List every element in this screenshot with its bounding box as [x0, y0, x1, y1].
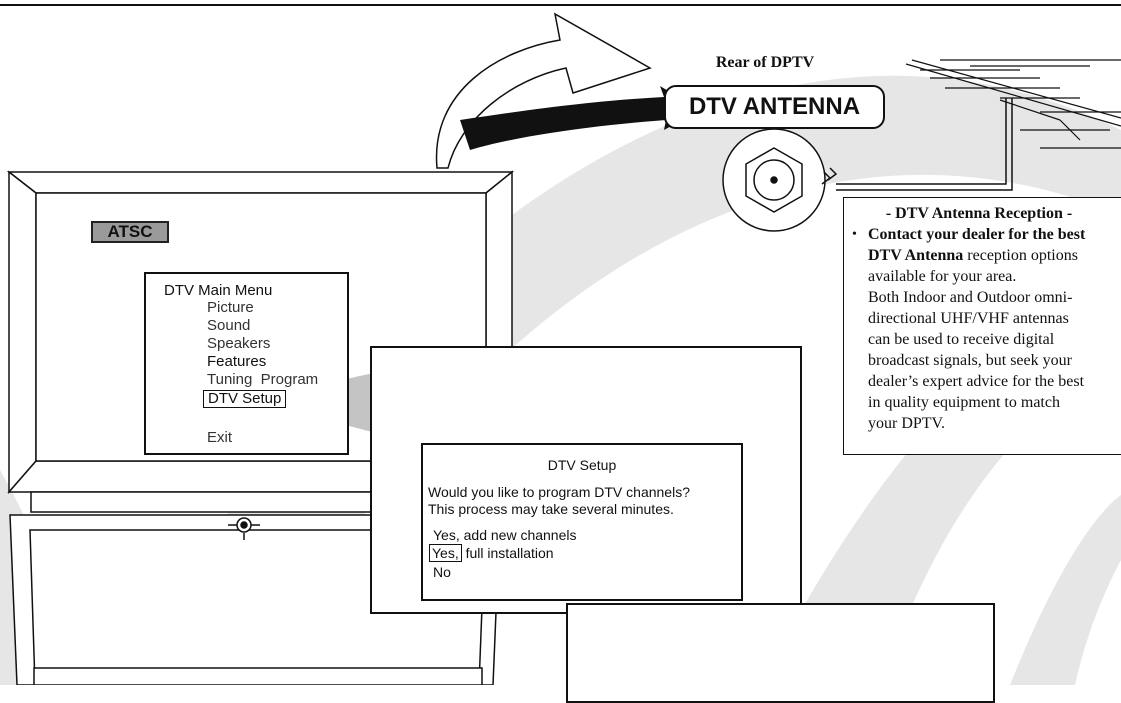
info-line: broadcast signals, but seek your: [868, 352, 1072, 369]
info-text: Contact your dealer for the best DTV Ant…: [868, 224, 1121, 434]
arrow-shaft-dark: [460, 86, 700, 150]
antenna-cable: [821, 98, 1013, 191]
swirl-band: [1010, 495, 1121, 685]
option-full-installation[interactable]: Yes, full installation: [429, 544, 554, 562]
dtv-antenna-label: DTV ANTENNA: [664, 85, 885, 129]
option-no[interactable]: No: [433, 564, 451, 580]
outdoor-antenna-icon: [905, 59, 1121, 149]
menu-item-exit[interactable]: Exit: [207, 429, 233, 446]
menu-title: DTV Main Menu: [164, 282, 273, 299]
rear-of-dptv-label: Rear of DPTV: [715, 54, 815, 71]
tv-connector-icon: [228, 517, 260, 540]
info-line: directional UHF/VHF antennas: [868, 310, 1069, 327]
info-line: Contact your dealer for the best: [868, 226, 1086, 243]
yes-highlight: Yes,: [429, 544, 462, 562]
antenna-input-icon: [722, 128, 826, 232]
dialog-question: This process may take several minutes.: [428, 501, 674, 517]
info-line: DTV Antenna: [868, 247, 964, 264]
menu-item-picture[interactable]: Picture: [207, 299, 254, 316]
option-add-new-channels[interactable]: Yes, add new channels: [433, 527, 577, 543]
dialog-title: DTV Setup: [547, 457, 617, 473]
info-line: in quality equipment to match: [868, 394, 1060, 411]
dtv-main-menu: DTV Main Menu Picture Sound Speakers Fea…: [144, 272, 349, 455]
bullet: •: [852, 227, 857, 242]
dialog-question: Would you like to program DTV channels?: [428, 484, 690, 500]
antenna-reception-info: - DTV Antenna Reception - • Contact your…: [843, 197, 1121, 455]
menu-item-features[interactable]: Features: [207, 353, 267, 370]
info-line: reception options: [963, 247, 1078, 264]
menu-item-tuning-program[interactable]: Tuning Program: [207, 371, 319, 388]
info-line: available for your area.: [868, 268, 1017, 285]
menu-item-sound[interactable]: Sound: [207, 317, 251, 334]
info-line: can be used to receive digital: [868, 331, 1055, 348]
info-title: - DTV Antenna Reception -: [885, 205, 1073, 222]
info-line: your DPTV.: [868, 415, 946, 432]
info-line: Both Indoor and Outdoor omni-: [868, 289, 1073, 306]
info-line: dealer’s expert advice for the best: [868, 373, 1085, 390]
tv-screen-frame: [566, 603, 995, 703]
dtv-setup-dialog: DTV Setup Would you like to program DTV …: [421, 443, 743, 601]
menu-item-dtv-setup[interactable]: DTV Setup: [203, 390, 287, 408]
option-label: full installation: [461, 545, 554, 561]
menu-item-speakers[interactable]: Speakers: [207, 335, 271, 352]
atsc-badge: ATSC: [91, 221, 169, 243]
